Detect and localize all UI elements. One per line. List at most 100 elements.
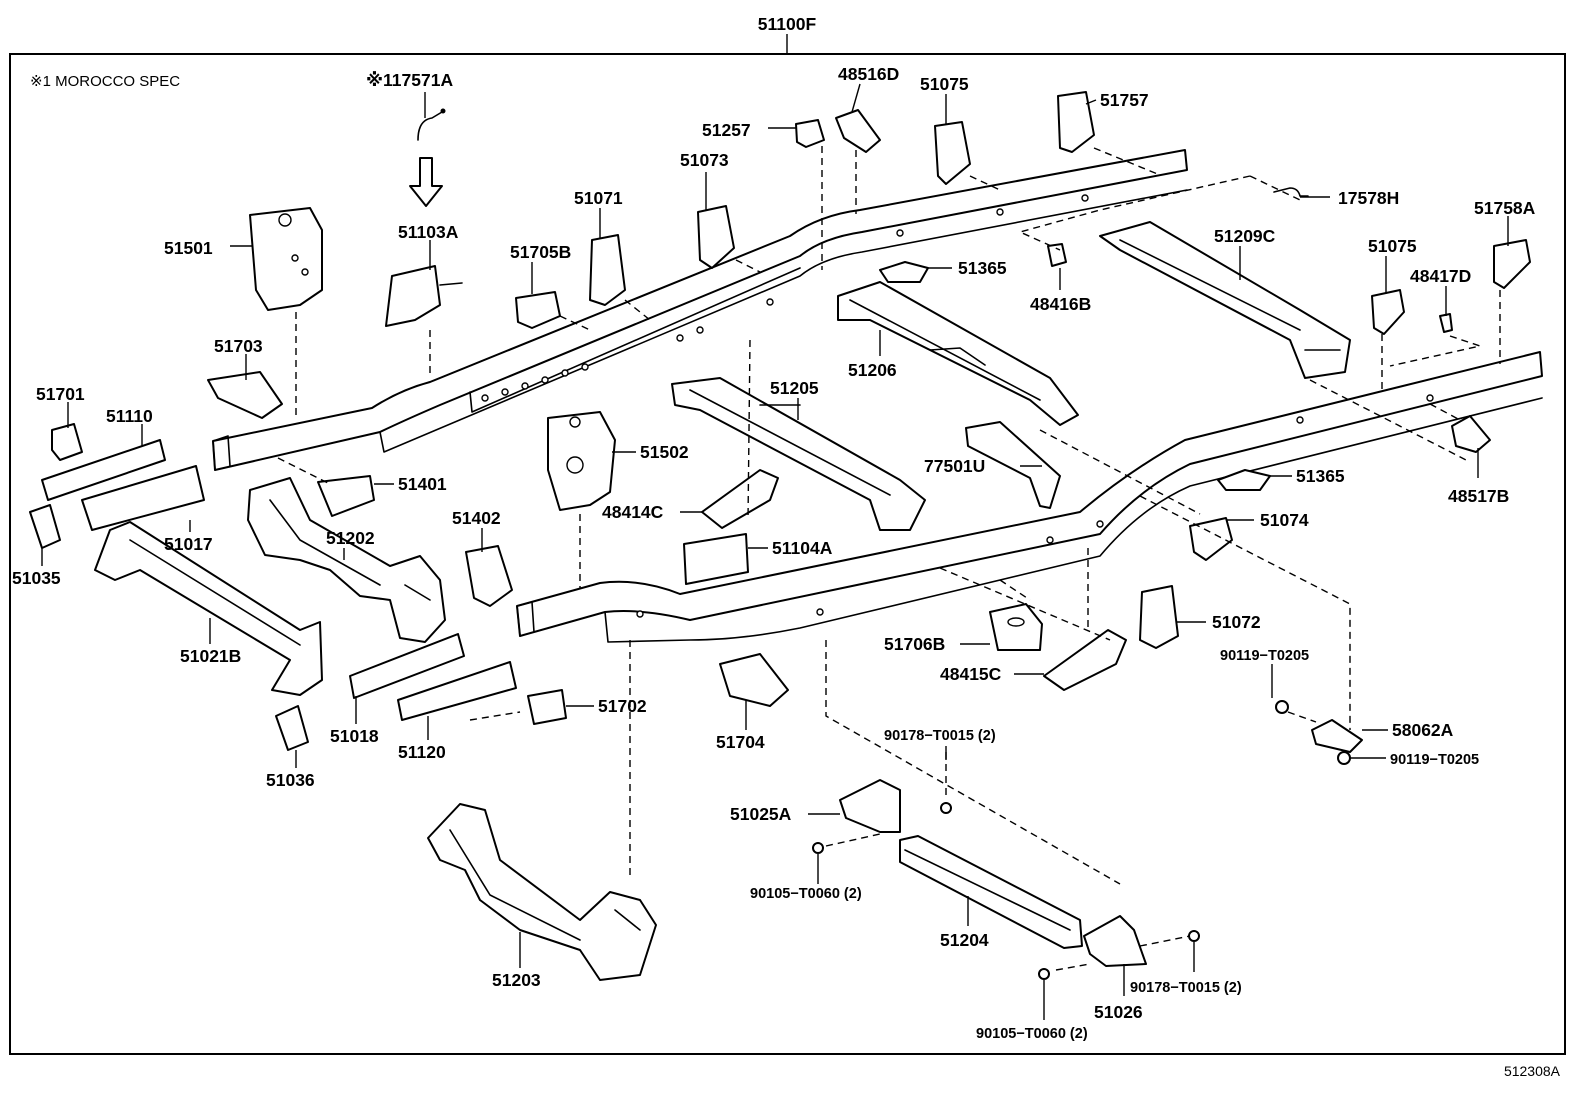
- bolt-90105b: [1038, 968, 1050, 980]
- part-label: 48516D: [838, 64, 899, 84]
- nut-90178b: [1188, 930, 1200, 942]
- part-label: 51758A: [1474, 198, 1536, 218]
- bolt-90119b: [1337, 751, 1351, 765]
- nut-90178a: [940, 802, 952, 814]
- part-label: 51073: [680, 150, 729, 170]
- part-label: 90178−T0015 (2): [884, 728, 996, 744]
- bracket-51071: [589, 234, 626, 306]
- bracket-48414C: [701, 469, 779, 529]
- bracket-51402: [465, 545, 513, 607]
- part-label: 51072: [1212, 612, 1261, 632]
- reference-code: 512308A: [1504, 1063, 1561, 1079]
- hose-117571A: [417, 108, 446, 141]
- part-label: 51365: [1296, 466, 1345, 486]
- part-label: 51021B: [180, 646, 241, 666]
- part-label: 51365: [958, 258, 1007, 278]
- part-label: 51257: [702, 120, 751, 140]
- part-label: 51501: [164, 238, 213, 258]
- bracket-48415C: [1043, 629, 1127, 691]
- part-label: 51025A: [730, 804, 792, 824]
- part-label: 51120: [398, 742, 446, 762]
- leader-lines: [41, 83, 1509, 1020]
- crossmember-51209C: [1099, 221, 1351, 379]
- part-label: 51705B: [510, 242, 571, 262]
- bracket-51757: [1057, 91, 1095, 153]
- bracket-51365b: [1217, 469, 1271, 491]
- part-label: 51071: [574, 188, 623, 208]
- bolt-48417D: [1439, 313, 1453, 333]
- bracket-51075b: [1371, 289, 1405, 335]
- bracket-51103A: [385, 265, 463, 327]
- bracket-51110: [41, 439, 166, 501]
- bracket-51257: [795, 119, 825, 148]
- bolt-48416B: [1047, 243, 1067, 267]
- part-label: 77501U: [924, 456, 985, 476]
- pipe-17578H: [1273, 187, 1309, 197]
- crossmember-51203: [427, 803, 657, 981]
- part-label: 17578H: [1338, 188, 1399, 208]
- bracket-51025A: [839, 779, 901, 833]
- bolt-90105a: [812, 842, 824, 854]
- part-label: 51026: [1094, 1002, 1143, 1022]
- part-label: 51017: [164, 534, 213, 554]
- note-label: ※1 MOROCCO SPEC: [30, 73, 180, 90]
- crossmember-51204: [899, 835, 1083, 949]
- bracket-51018: [349, 633, 465, 699]
- bracket-51074: [1189, 517, 1233, 561]
- bracket-48516D: [835, 109, 881, 153]
- bracket-51705B: [515, 291, 561, 329]
- part-label: 51202: [326, 528, 375, 548]
- part-label: 51703: [214, 336, 263, 356]
- bolt-90119a: [1275, 700, 1289, 714]
- bracket-51026: [1083, 915, 1147, 967]
- bracket-51702: [527, 689, 567, 725]
- bracket-51401: [317, 475, 375, 517]
- bracket-51104A: [683, 533, 749, 585]
- crossmember-51202: [247, 477, 446, 643]
- part-label: 51035: [12, 568, 61, 588]
- part-label: 51704: [716, 732, 765, 752]
- part-label: 51036: [266, 770, 315, 790]
- frame-assembly: [212, 149, 1543, 643]
- bracket-51704: [719, 653, 789, 707]
- part-label: 51018: [330, 726, 379, 746]
- part-label: 51209C: [1214, 226, 1276, 246]
- part-label: 51402: [452, 508, 501, 528]
- part-label: 51205: [770, 378, 819, 398]
- bracket-51365a: [879, 261, 929, 283]
- bracket-51701: [51, 423, 83, 461]
- bracket-51017: [81, 465, 205, 531]
- part-label: 51702: [598, 696, 647, 716]
- part-label: 48415C: [940, 664, 1002, 684]
- part-label: 90105−T0060 (2): [750, 886, 862, 902]
- bracket-51036: [275, 705, 309, 751]
- part-label: 51204: [940, 930, 989, 950]
- bracket-58062A: [1311, 719, 1363, 753]
- bracket-51502: [547, 411, 616, 511]
- part-label: 51075: [1368, 236, 1417, 256]
- part-label: 51502: [640, 442, 689, 462]
- bracket-51758A: [1493, 239, 1531, 289]
- bracket-51072: [1139, 585, 1179, 649]
- part-label: 51103A: [398, 222, 459, 242]
- bracket-51706B: [989, 603, 1043, 651]
- part-label: 51075: [920, 74, 969, 94]
- bracket-77501U: [965, 421, 1061, 509]
- part-label: 90178−T0015 (2): [1130, 980, 1242, 996]
- crossmember-51021B: [94, 521, 323, 696]
- part-label: 51110: [106, 406, 153, 426]
- part-label: 51401: [398, 474, 447, 494]
- part-label: 58062A: [1392, 720, 1454, 740]
- bracket-51075a: [934, 121, 971, 185]
- part-label: 48416B: [1030, 294, 1091, 314]
- part-label: 48414C: [602, 502, 664, 522]
- bracket-51035: [29, 504, 61, 549]
- part-label: 51104A: [772, 538, 833, 558]
- bracket-51501: [249, 207, 323, 311]
- crossmember-51206: [837, 281, 1079, 426]
- bracket-51073: [697, 205, 735, 269]
- part-label: 51706B: [884, 634, 945, 654]
- bracket-51703: [207, 371, 283, 419]
- assembly-label: 51100F: [758, 14, 817, 34]
